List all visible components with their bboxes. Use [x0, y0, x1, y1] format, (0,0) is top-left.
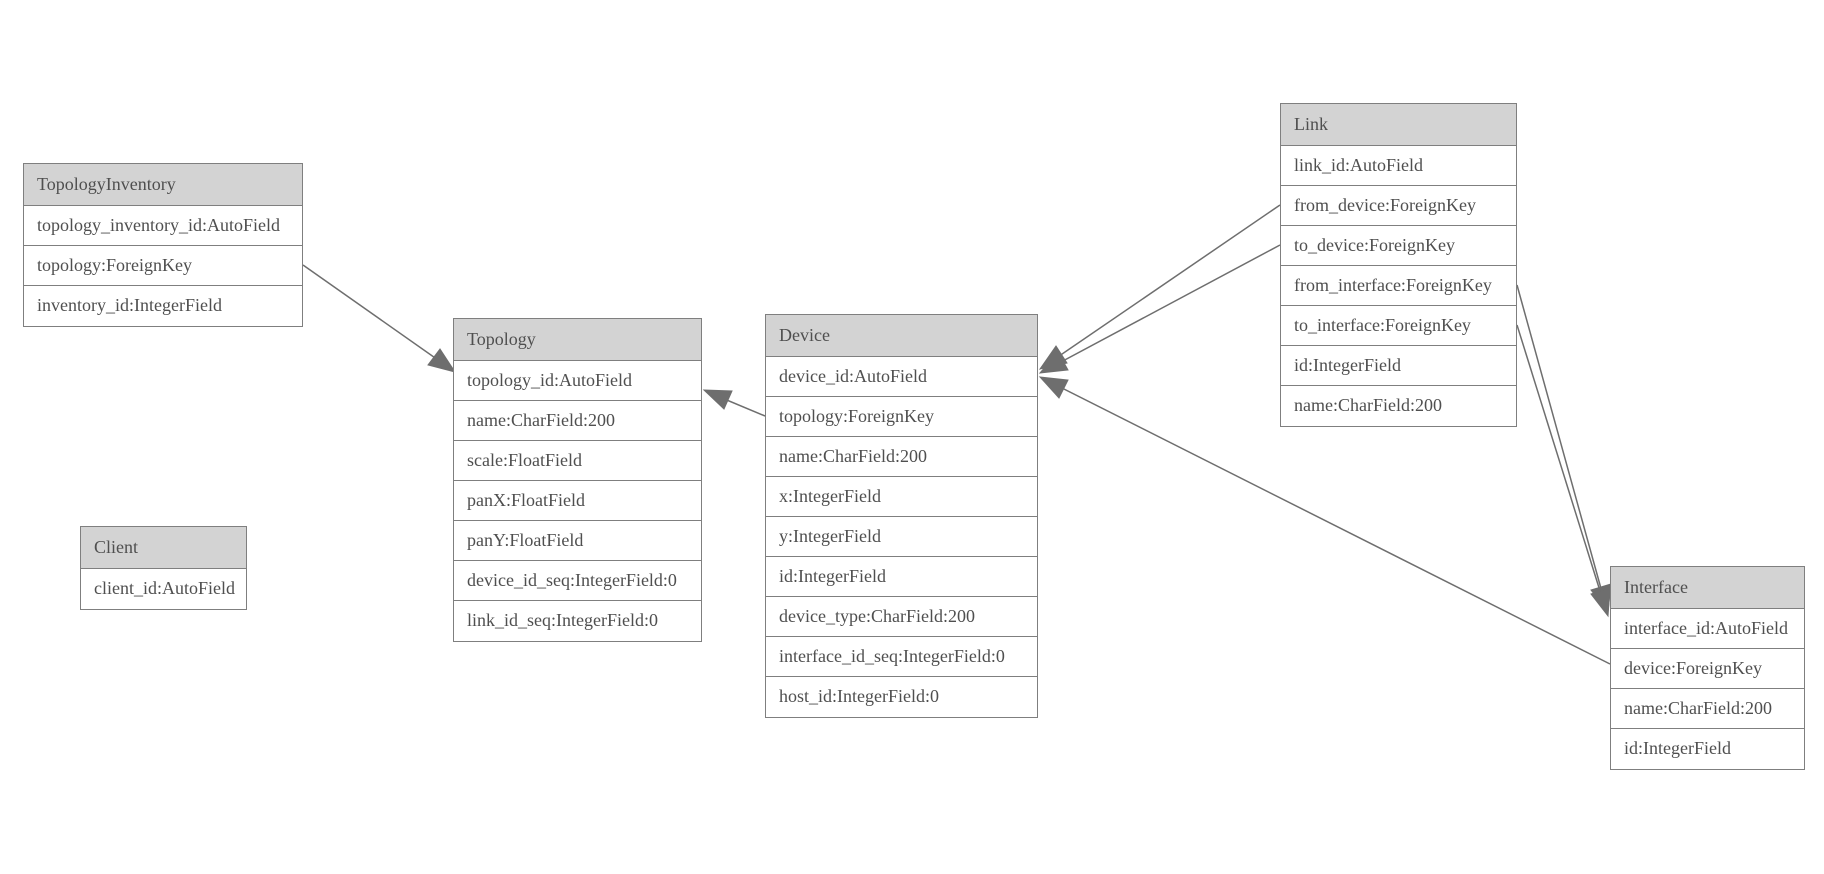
entity-field: inventory_id:IntegerField — [24, 286, 302, 326]
entity-topology[interactable]: Topology topology_id:AutoField name:Char… — [453, 318, 702, 642]
entity-field: topology:ForeignKey — [24, 246, 302, 286]
entity-title: TopologyInventory — [24, 164, 302, 206]
entity-title: Client — [81, 527, 246, 569]
entity-field: y:IntegerField — [766, 517, 1037, 557]
entity-field: from_device:ForeignKey — [1281, 186, 1516, 226]
entity-field: from_interface:ForeignKey — [1281, 266, 1516, 306]
entity-field: name:CharField:200 — [1611, 689, 1804, 729]
entity-field: x:IntegerField — [766, 477, 1037, 517]
entity-field: device_id:AutoField — [766, 357, 1037, 397]
connector-link-frominterface-to-interface — [1516, 284, 1612, 614]
entity-field: interface_id:AutoField — [1611, 609, 1804, 649]
connector-device-to-topology — [702, 389, 766, 417]
entity-field: interface_id_seq:IntegerField:0 — [766, 637, 1037, 677]
entity-title: Topology — [454, 319, 701, 361]
entity-interface[interactable]: Interface interface_id:AutoField device:… — [1610, 566, 1805, 770]
entity-device[interactable]: Device device_id:AutoField topology:Fore… — [765, 314, 1038, 718]
entity-field: scale:FloatField — [454, 441, 701, 481]
entity-field: id:IntegerField — [1611, 729, 1804, 769]
entity-title: Device — [766, 315, 1037, 357]
entity-field: host_id:IntegerField:0 — [766, 677, 1037, 717]
connector-link-todevice-to-device — [1038, 244, 1281, 374]
connector-link-tointerface-to-interface — [1516, 324, 1611, 618]
entity-field: name:CharField:200 — [454, 401, 701, 441]
connector-topologyinventory-to-topology — [302, 264, 457, 373]
entity-field: client_id:AutoField — [81, 569, 246, 609]
entity-field: link_id_seq:IntegerField:0 — [454, 601, 701, 641]
entity-field: to_interface:ForeignKey — [1281, 306, 1516, 346]
entity-field: device_type:CharField:200 — [766, 597, 1037, 637]
entity-field: name:CharField:200 — [766, 437, 1037, 477]
entity-field: topology:ForeignKey — [766, 397, 1037, 437]
entity-field: device:ForeignKey — [1611, 649, 1804, 689]
entity-title: Link — [1281, 104, 1516, 146]
entity-client[interactable]: Client client_id:AutoField — [80, 526, 247, 610]
entity-field: topology_id:AutoField — [454, 361, 701, 401]
entity-topologyinventory[interactable]: TopologyInventory topology_inventory_id:… — [23, 163, 303, 327]
entity-field: device_id_seq:IntegerField:0 — [454, 561, 701, 601]
entity-field: name:CharField:200 — [1281, 386, 1516, 426]
entity-field: to_device:ForeignKey — [1281, 226, 1516, 266]
entity-title: Interface — [1611, 567, 1804, 609]
entity-field: link_id:AutoField — [1281, 146, 1516, 186]
connector-link-fromdevice-to-device — [1038, 204, 1281, 370]
entity-field: topology_inventory_id:AutoField — [24, 206, 302, 246]
entity-field: id:IntegerField — [766, 557, 1037, 597]
entity-link[interactable]: Link link_id:AutoField from_device:Forei… — [1280, 103, 1517, 427]
entity-field: panY:FloatField — [454, 521, 701, 561]
entity-field: id:IntegerField — [1281, 346, 1516, 386]
entity-field: panX:FloatField — [454, 481, 701, 521]
